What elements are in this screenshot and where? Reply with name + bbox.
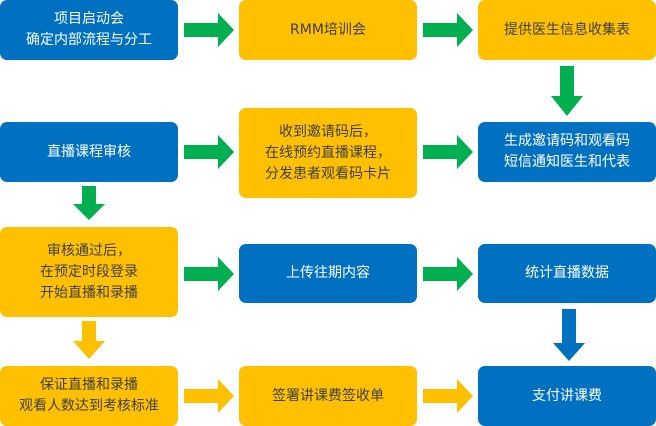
step-generate-codes: 生成邀请码和观看码 短信通知医生和代表: [478, 122, 656, 182]
step-book-course: 收到邀请码后， 在线预约直播课程， 分发患者观看码卡片: [239, 108, 417, 198]
step-rmm-training: RMM培训会: [239, 0, 417, 60]
arrow-right-icon: [423, 135, 473, 169]
step-live-stats: 统计直播数据: [478, 244, 656, 303]
arrow-down-icon: [73, 186, 105, 222]
step-go-live: 审核通过后， 在预定时段登录 开始直播和录播: [0, 227, 178, 317]
arrow-down-icon: [553, 309, 585, 361]
step-kickoff: 项目启动会 确定内部流程与分工: [0, 0, 178, 60]
step-course-review: 直播课程审核: [0, 122, 178, 182]
arrow-right-icon: [184, 379, 234, 413]
step-pay-fee: 支付讲课费: [478, 366, 656, 426]
arrow-down-icon: [551, 66, 583, 116]
arrow-right-icon: [423, 257, 473, 291]
step-doctor-info: 提供医生信息收集表: [478, 0, 656, 60]
step-ensure-views: 保证直播和录播 观看人数达到考核标准: [0, 366, 178, 426]
arrow-right-icon: [184, 13, 234, 47]
arrow-right-icon: [423, 379, 473, 413]
arrow-right-icon: [184, 257, 234, 291]
arrow-right-icon: [184, 135, 234, 169]
step-upload-past: 上传往期内容: [239, 244, 417, 303]
step-sign-receipt: 签署讲课费签收单: [239, 366, 417, 426]
arrow-right-icon: [423, 13, 473, 47]
arrow-down-icon: [73, 321, 105, 361]
